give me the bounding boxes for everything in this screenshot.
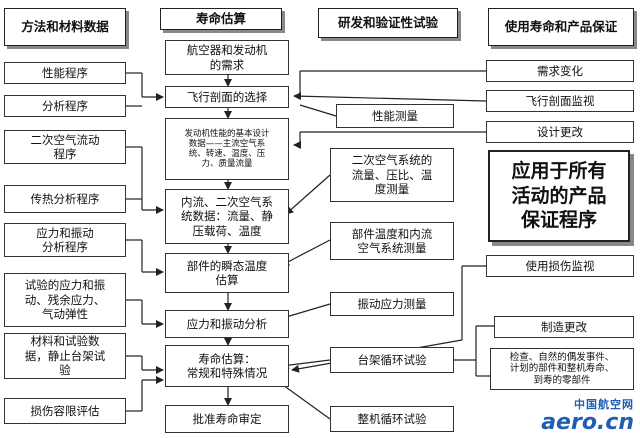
service-product-assurance: 应用于所有 活动的产品 保证程序: [488, 150, 630, 242]
test-engine-cycle: 整机循环试验: [330, 406, 454, 432]
center-engine-data: 发动机性能的基本设计 数据——主流空气系 统、转速、温度、压 力、质量流量: [165, 118, 289, 180]
left-secondary-air-program: 二次空气流动 程序: [4, 130, 126, 164]
test-vibration-measure: 振动应力测量: [330, 292, 454, 316]
test-secondary-measure: 二次空气系统的 流量、压比、温 度测量: [330, 148, 454, 202]
test-bench-cycle: 台架循环试验: [330, 347, 454, 373]
service-requirement-change: 需求变化: [486, 60, 634, 82]
header-life-estimate: 寿命估算: [160, 8, 282, 30]
service-flight-profile-monitor: 飞行剖面监视: [486, 90, 634, 112]
header-rd-tests: 研发和验证性试验: [318, 8, 458, 38]
service-damage-monitor: 使用损伤监视: [486, 255, 634, 277]
left-analysis-program: 分析程序: [4, 95, 126, 117]
service-manufacturing-change: 制造更改: [494, 316, 634, 338]
center-approval: 批准寿命审定: [165, 405, 289, 433]
service-design-change: 设计更改: [486, 121, 634, 143]
left-damage-tolerance: 损伤容限评估: [4, 398, 126, 424]
center-life-calc: 寿命估算： 常规和特殊情况: [165, 345, 289, 387]
watermark-cn: 中国航空网: [574, 398, 634, 411]
header-service: 使用寿命和产品保证: [488, 8, 634, 46]
aero-watermark: 中国航空网 aero.cn: [541, 396, 634, 434]
test-performance-measure: 性能测量: [336, 104, 454, 128]
center-flow-data: 内流、二次空气系 统数据：流量、静 压载荷、温度: [165, 189, 289, 244]
center-transient-temp: 部件的瞬态温度 估算: [165, 253, 289, 293]
center-flight-profile: 飞行剖面的选择: [165, 86, 289, 108]
left-test-stress: 试验的应力和振 动、残余应力、 气动弹性: [4, 273, 126, 327]
center-stress-vibration: 应力和振动分析: [165, 310, 289, 338]
left-performance-program: 性能程序: [4, 62, 126, 84]
left-heat-transfer-program: 传热分析程序: [4, 185, 126, 213]
center-requirements: 航空器和发动机 的需求: [165, 40, 289, 75]
left-material-data: 材料和试验数 据，静止台架试 验: [4, 333, 126, 379]
test-temperature-measure: 部件温度和内流 空气系统测量: [330, 222, 454, 260]
service-inspection: 检查、自然的偶发事件、 计划的部件和整机寿命、 到寿的零部件: [490, 348, 634, 390]
watermark-en: aero.cn: [541, 410, 634, 435]
left-stress-vib-program: 应力和振动 分析程序: [4, 223, 126, 257]
header-methods: 方法和材料数据: [4, 8, 126, 46]
